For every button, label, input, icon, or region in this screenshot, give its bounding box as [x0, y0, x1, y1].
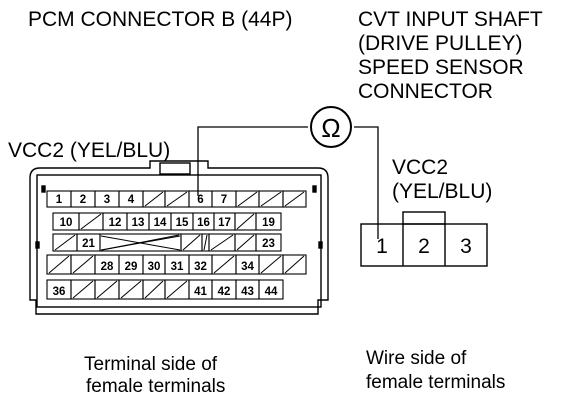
unused-terminal-mark — [80, 213, 102, 230]
blank-region-cross — [100, 235, 181, 251]
terminal-cavity — [255, 233, 282, 252]
terminal-cavity — [255, 212, 282, 231]
sensor-connector — [360, 211, 488, 267]
terminal-cavity — [282, 254, 307, 275]
terminal-number: 21 — [82, 238, 95, 250]
sensor-title-line-3: SPEED SENSOR — [358, 56, 524, 79]
cross-line — [100, 235, 181, 251]
unused-terminal-mark — [72, 255, 94, 274]
ohm-symbol: Ω — [321, 113, 340, 143]
terminal-number: 36 — [53, 286, 66, 298]
terminal-number: 32 — [194, 261, 207, 273]
terminal-number: 1 — [56, 194, 63, 206]
unused-terminal-mark — [48, 255, 70, 274]
sensor-caption-line-1: Wire side of — [366, 348, 467, 369]
sensor-connector-lock-tab — [402, 211, 446, 225]
pcm-wire-label: VCC2 (YEL/BLU) — [8, 139, 170, 162]
unused-terminal-mark — [182, 234, 201, 251]
terminal-cavity — [258, 279, 284, 300]
terminal-number: 29 — [125, 261, 138, 273]
probe-lead-sensor-pin-1 — [354, 126, 379, 239]
connector-b-lock-tab — [159, 162, 191, 175]
connector-b-key-left-2 — [35, 241, 40, 249]
pcm-connector-b — [29, 160, 329, 315]
terminal-number: 42 — [218, 286, 231, 298]
unused-terminal-mark — [236, 213, 255, 230]
terminal-number: 23 — [262, 238, 275, 250]
unused-terminal-mark — [213, 255, 235, 274]
terminal-number: 4 — [128, 194, 135, 206]
sensor-title-line-4: CONNECTOR — [358, 80, 493, 103]
unused-terminal-mark — [166, 280, 188, 299]
unused-terminal-mark — [120, 280, 142, 299]
sensor-wire-label-line-1: VCC2 — [392, 156, 448, 179]
unused-terminal-mark — [260, 191, 282, 207]
unused-terminal-mark — [203, 234, 208, 251]
terminal-number: 12 — [109, 217, 122, 229]
terminal-number: 44 — [265, 286, 278, 298]
unused-terminal-mark — [236, 234, 255, 251]
terminal-number: 2 — [80, 194, 86, 206]
terminal-number: 31 — [171, 261, 184, 273]
unused-terminal-mark — [54, 234, 76, 251]
ohmmeter-icon — [310, 106, 352, 148]
pcm-caption-line-2: female terminals — [86, 376, 225, 397]
unused-terminal-mark — [96, 280, 118, 299]
unused-terminal-mark — [210, 234, 234, 251]
terminal-number: 43 — [241, 286, 254, 298]
terminal-number: 17 — [218, 217, 231, 229]
sensor-title-line-1: CVT INPUT SHAFT — [358, 8, 543, 31]
probe-lead-pcm-pin-6 — [197, 126, 308, 196]
terminal-number: 19 — [262, 217, 275, 229]
unused-terminal-mark — [284, 191, 305, 207]
connector-b-key-left-1 — [41, 185, 46, 193]
connector-b-inner-frame — [36, 174, 322, 308]
terminal-number: 3 — [104, 194, 110, 206]
sensor-caption-line-2: female terminals — [366, 372, 505, 393]
terminal-number: 41 — [194, 286, 207, 298]
unused-terminal-mark — [237, 191, 258, 207]
unused-terminal-mark — [260, 255, 282, 274]
connector-b-key-right-2 — [312, 185, 317, 193]
unused-terminal-mark — [284, 255, 305, 274]
terminal-number: 15 — [176, 217, 189, 229]
sensor-title-line-2: (DRIVE PULLEY) — [358, 32, 523, 55]
connector-b-key-right-1 — [318, 241, 323, 249]
sensor-pin-1: 1 — [376, 235, 388, 258]
unused-terminal-mark — [166, 191, 188, 207]
terminal-number: 28 — [101, 261, 114, 273]
terminal-number: 34 — [241, 261, 254, 273]
sensor-pin-2: 2 — [418, 235, 430, 258]
terminal-number: 10 — [60, 217, 73, 229]
terminal-number: 30 — [148, 261, 161, 273]
terminal-number: 6 — [197, 194, 203, 206]
terminal-number: 16 — [197, 217, 210, 229]
sensor-pin-3: 3 — [460, 235, 472, 258]
terminal-number: 7 — [221, 194, 227, 206]
pcm-caption-line-1: Terminal side of — [84, 354, 218, 375]
terminal-cavity — [282, 190, 307, 208]
pcm-connector-title: PCM CONNECTOR B (44P) — [28, 8, 292, 31]
unused-terminal-mark — [144, 280, 164, 299]
ohmmeter-leads — [197, 126, 379, 239]
terminal-number: 13 — [132, 217, 145, 229]
unused-terminal-mark — [72, 280, 94, 299]
sensor-wire-label-line-2: (YEL/BLU) — [392, 180, 492, 203]
unused-terminal-mark — [144, 191, 164, 207]
terminal-number: 14 — [154, 217, 167, 229]
